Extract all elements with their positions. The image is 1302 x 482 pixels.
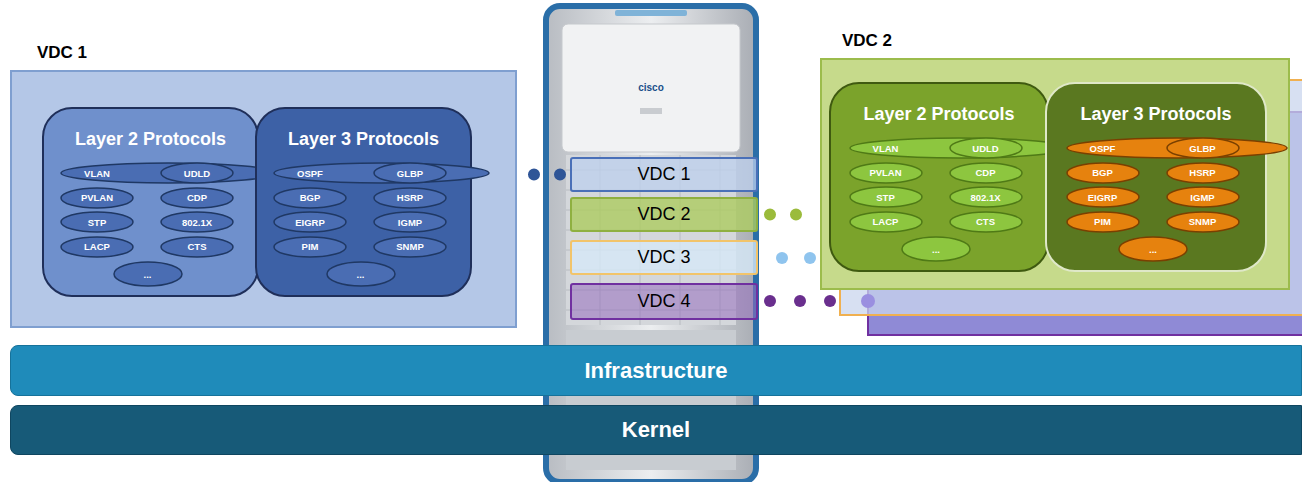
protocol-oval: BGP	[1066, 162, 1140, 184]
protocol-name: PVLAN	[869, 167, 901, 178]
logo-text: cisco	[628, 82, 674, 93]
band-label: Infrastructure	[584, 358, 727, 384]
protocol-name: ...	[932, 244, 940, 255]
group-title: Layer 3 Protocols	[257, 129, 470, 150]
slot-label: VDC 3	[637, 247, 690, 268]
protocol-oval: CDP	[949, 162, 1023, 184]
protocol-oval: ...	[326, 261, 396, 287]
protocol-name: ...	[357, 269, 365, 280]
protocol-name: 802.1X	[970, 192, 1000, 203]
protocol-name: IGMP	[1190, 192, 1214, 203]
vdc-panel: VDC 2Layer 2 ProtocolsVLANUDLDPVLANCDPST…	[820, 58, 1290, 290]
protocol-oval: HSRP	[1166, 162, 1240, 184]
protocol-name: STP	[88, 217, 106, 228]
protocol-oval: GLBP	[373, 162, 447, 184]
protocol-name: HSRP	[1189, 167, 1215, 178]
protocol-oval: UDLD	[949, 137, 1023, 159]
protocol-oval: EIGRP	[1066, 186, 1140, 208]
protocol-name: EIGRP	[295, 217, 325, 228]
protocol-oval: STP	[849, 186, 923, 208]
protocol-oval: OSPF	[273, 162, 347, 184]
protocol-name: OSPF	[1090, 143, 1116, 154]
protocol-name: CDP	[975, 167, 995, 178]
vdc-heading: VDC 1	[37, 43, 87, 63]
protocol-oval: VLAN	[849, 137, 923, 159]
protocol-group: Layer 3 ProtocolsOSPF GLBP BGP HSRP EIGRP IGM…	[1045, 82, 1267, 272]
protocol-oval: PVLAN	[60, 187, 134, 209]
vdc-slot: VDC 2	[570, 197, 758, 232]
dotted-connector	[523, 169, 560, 181]
protocol-name: SNMP	[396, 241, 423, 252]
protocol-oval: GLBP	[1166, 137, 1240, 159]
slot-label: VDC 2	[637, 204, 690, 225]
protocol-group: Layer 2 ProtocolsVLAN UDLD PVLAN CDP STP 802.…	[829, 82, 1049, 272]
protocol-oval: 802.1X	[949, 186, 1023, 208]
group-title: Layer 2 Protocols	[44, 129, 257, 150]
protocol-oval: SNMP	[373, 236, 447, 258]
protocol-name: GLBP	[397, 168, 423, 179]
protocol-oval: VLAN	[60, 162, 134, 184]
protocol-name: BGP	[300, 192, 321, 203]
protocol-group: Layer 3 ProtocolsOSPF GLBP BGP HSRP EIGRP IGM…	[255, 107, 472, 297]
protocol-name: CDP	[187, 192, 207, 203]
protocol-name: PIM	[1094, 216, 1111, 227]
protocol-oval: SNMP	[1166, 211, 1240, 233]
protocol-name: CTS	[188, 241, 207, 252]
protocol-oval: PIM	[273, 236, 347, 258]
protocol-name: PIM	[302, 241, 319, 252]
vdc-heading: VDC 2	[842, 31, 892, 51]
protocol-name: SNMP	[1189, 216, 1216, 227]
band-label: Kernel	[622, 417, 690, 443]
protocol-oval: IGMP	[1166, 186, 1240, 208]
protocol-oval: UDLD	[160, 162, 234, 184]
layer-band: Infrastructure	[10, 345, 1302, 396]
protocol-name: CTS	[976, 216, 995, 227]
protocol-name: LACP	[873, 216, 899, 227]
slot-label: VDC 1	[637, 164, 690, 185]
vdc-slot: VDC 1	[570, 157, 758, 192]
protocol-name: EIGRP	[1088, 192, 1118, 203]
protocol-name: ...	[1149, 244, 1157, 255]
protocol-name: STP	[876, 192, 894, 203]
protocol-oval: BGP	[273, 187, 347, 209]
protocol-oval: 802.1X	[160, 211, 234, 233]
vdc-slot: VDC 3	[570, 240, 758, 275]
protocol-name: GLBP	[1189, 143, 1215, 154]
group-title: Layer 3 Protocols	[1047, 104, 1265, 125]
protocol-oval: EIGRP	[273, 211, 347, 233]
protocol-oval: LACP	[60, 236, 134, 258]
protocol-name: PVLAN	[81, 192, 113, 203]
protocol-oval: LACP	[849, 211, 923, 233]
vdc-panel: VDC 1Layer 2 ProtocolsVLANUDLDPVLANCDPST…	[10, 70, 517, 328]
protocol-name: ...	[144, 269, 152, 280]
protocol-oval: OSPF	[1066, 137, 1140, 159]
protocol-name: UDLD	[184, 168, 210, 179]
protocol-name: BGP	[1092, 167, 1113, 178]
protocol-name: VLAN	[873, 143, 899, 154]
protocol-name: OSPF	[297, 168, 323, 179]
group-title: Layer 2 Protocols	[831, 104, 1047, 125]
protocol-oval: STP	[60, 211, 134, 233]
protocol-oval: ...	[1118, 236, 1188, 262]
protocol-oval: HSRP	[373, 187, 447, 209]
vdc-slot: VDC 4	[570, 283, 758, 320]
protocol-name: LACP	[84, 241, 110, 252]
protocol-name: IGMP	[398, 217, 422, 228]
slot-label: VDC 4	[637, 291, 690, 312]
protocol-oval: CTS	[949, 211, 1023, 233]
protocol-oval: ...	[901, 236, 971, 262]
protocol-oval: PIM	[1066, 211, 1140, 233]
protocol-oval: IGMP	[373, 211, 447, 233]
protocol-name: 802.1X	[182, 217, 212, 228]
protocol-oval: CTS	[160, 236, 234, 258]
dotted-connector	[770, 209, 814, 221]
protocol-name: UDLD	[972, 143, 998, 154]
protocol-name: HSRP	[397, 192, 423, 203]
protocol-group: Layer 2 ProtocolsVLAN UDLD PVLAN CDP STP 802.…	[42, 107, 259, 297]
layer-band: Kernel	[10, 405, 1302, 455]
protocol-oval: ...	[113, 261, 183, 287]
protocol-oval: PVLAN	[849, 162, 923, 184]
protocol-oval: CDP	[160, 187, 234, 209]
protocol-name: VLAN	[84, 168, 110, 179]
